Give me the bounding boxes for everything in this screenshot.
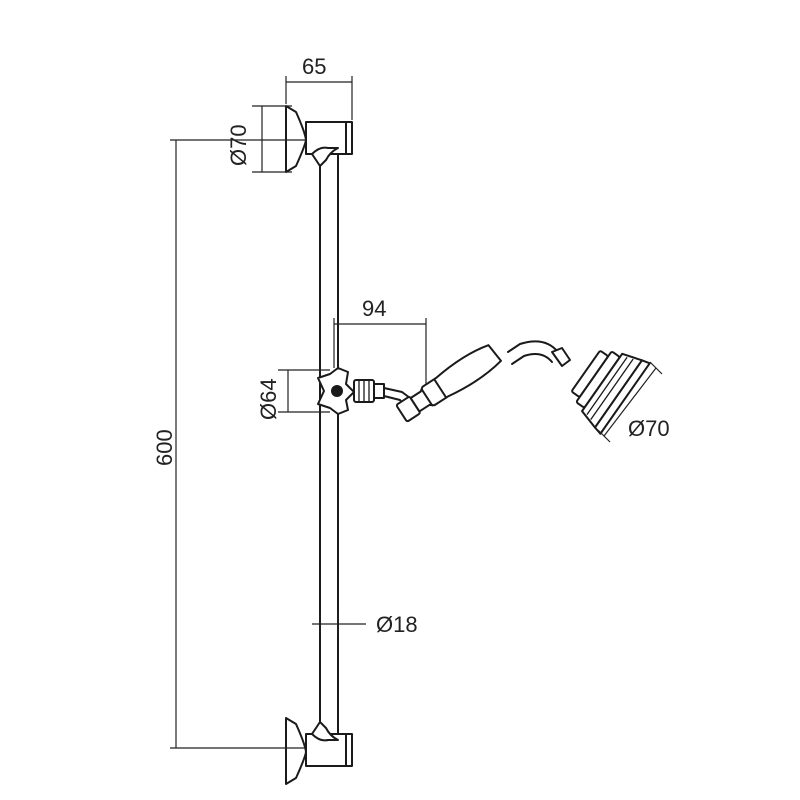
dim-bar-length-label: 600	[152, 429, 177, 466]
dim-bracket-projection-label: 65	[302, 54, 326, 79]
dim-bracket-diameter: Ø70	[226, 105, 292, 173]
rail-bar	[319, 147, 339, 736]
dim-slider-offset: 94	[333, 296, 427, 384]
dim-bar-diameter: Ø18	[312, 612, 418, 637]
dim-slider-offset-label: 94	[362, 296, 386, 321]
dim-bracket-projection: 65	[285, 54, 353, 120]
dim-bar-length: 600	[152, 139, 306, 749]
dim-head-diameter-label: Ø70	[628, 416, 670, 441]
hand-shower	[395, 340, 651, 435]
slider-holder	[317, 367, 411, 415]
dim-head-diameter: Ø70	[597, 361, 670, 443]
dim-slider-diameter: Ø64	[256, 369, 330, 420]
top-wall-bracket	[285, 105, 353, 173]
bottom-wall-bracket	[285, 717, 353, 785]
dim-bar-diameter-label: Ø18	[376, 612, 418, 637]
dim-bracket-diameter-label: Ø70	[226, 124, 251, 166]
dim-slider-diameter-label: Ø64	[256, 378, 281, 420]
